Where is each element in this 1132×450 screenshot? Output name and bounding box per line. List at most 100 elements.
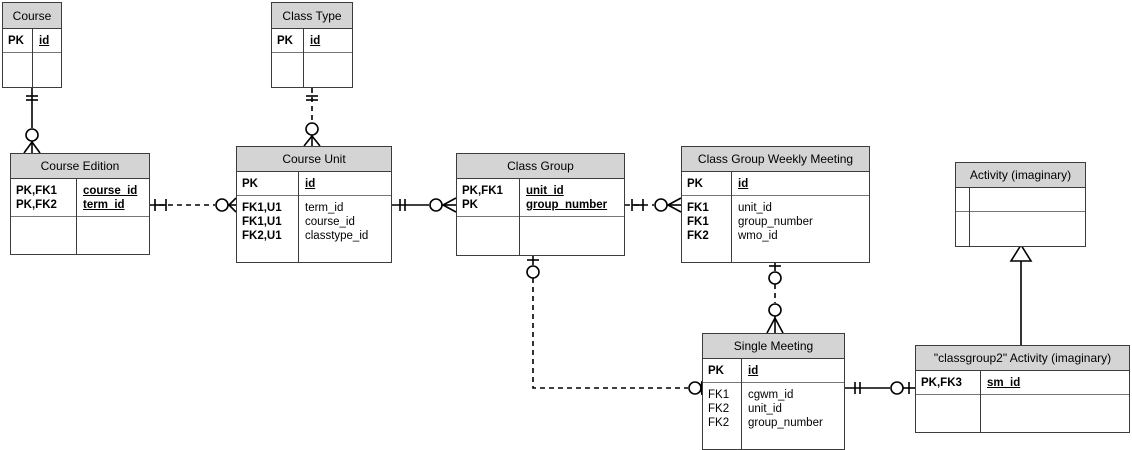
attr-section-1-course-unit: term_id course_id classtype_id: [299, 196, 391, 248]
key-label: [277, 58, 299, 72]
key-label: PK: [242, 178, 258, 190]
key-label: PK: [687, 178, 703, 190]
key-section-1-course: [3, 53, 32, 77]
attr-section-0-activity-imaginary: [970, 188, 1085, 212]
attribute-label: unit_id: [738, 202, 772, 214]
key-section-0-single-meeting: PK: [703, 359, 741, 383]
attr-section-1-course: [33, 53, 61, 77]
key-section-1-course-edition: [11, 217, 76, 241]
key-label: FK2: [708, 417, 730, 429]
attribute-label: group_number: [526, 199, 608, 211]
attr-section-1-class-type: [304, 53, 352, 77]
attribute-label: [976, 217, 1081, 231]
entity-attribute-column-course-unit: id term_id course_id classtype_id: [299, 172, 391, 262]
key-label: FK1,U1: [242, 216, 282, 228]
attribute-label: cgwm_id: [748, 389, 794, 401]
attribute-label: group_number: [738, 216, 813, 228]
attr-section-0-class-group: unit_id group_number: [520, 179, 624, 217]
attribute-label: [987, 400, 1125, 414]
entity-key-column-classgroup2-activity-imaginary: PK,FK3: [916, 371, 981, 432]
attr-section-1-single-meeting: cgwm_id unit_id group_number: [742, 383, 844, 435]
key-label: FK1: [687, 216, 709, 228]
entity-attribute-column-classgroup2-activity-imaginary: sm_id: [981, 371, 1129, 432]
entity-attribute-column-activity-imaginary: [970, 188, 1085, 246]
key-label: [961, 217, 965, 231]
attribute-label: course_id: [305, 216, 355, 228]
attribute-label: course_id: [83, 185, 138, 197]
key-section-0-classgroup2-activity-imaginary: PK,FK3: [916, 371, 980, 395]
key-label: FK1,U1: [242, 202, 282, 214]
attr-section-1-activity-imaginary: [970, 212, 1085, 236]
entity-title-single-meeting: Single Meeting: [703, 334, 844, 359]
attribute-label: [83, 222, 145, 236]
entity-classgroup2-activity-imaginary[interactable]: "classgroup2" Activity (imaginary)PK,FK3…: [915, 345, 1130, 433]
connector-cgwm-to-single-meeting: [766, 263, 784, 334]
entity-title-class-group: Class Group: [457, 154, 624, 179]
key-label: PK,FK1: [16, 185, 57, 197]
attribute-label: sm_id: [987, 377, 1021, 389]
key-label: PK: [462, 199, 478, 211]
attribute-label: [526, 222, 620, 236]
key-section-1-activity-imaginary: [956, 212, 969, 236]
attr-section-0-course-unit: id: [299, 172, 391, 196]
key-label: [462, 222, 515, 236]
attr-section-0-course: id: [33, 29, 61, 53]
entity-title-course-edition: Course Edition: [11, 154, 149, 179]
key-label: PK: [8, 35, 24, 47]
attr-section-0-single-meeting: id: [742, 359, 844, 383]
key-label: [961, 193, 965, 207]
connector-course-edition-to-course-unit: [150, 197, 237, 213]
attribute-label: classtype_id: [305, 230, 369, 242]
entity-attribute-column-class-type: id: [304, 29, 352, 87]
entity-attribute-column-class-group: unit_id group_number: [520, 179, 624, 255]
connector-class-group-to-single-meeting: [526, 256, 703, 396]
attribute-label: unit_id: [526, 185, 564, 197]
key-label: PK: [708, 365, 724, 377]
entity-key-column-course: PK: [3, 29, 33, 87]
attribute-label: group_number: [748, 417, 823, 429]
entity-attribute-column-course-edition: course_id term_id: [77, 179, 149, 254]
key-label: FK2: [708, 403, 730, 415]
connector-classgroup2-activity-inherits-activity: [1009, 243, 1033, 345]
key-section-1-class-type: [272, 53, 303, 77]
key-label: [16, 222, 72, 236]
key-section-0-activity-imaginary: [956, 188, 969, 212]
attribute-label: term_id: [305, 202, 344, 214]
attr-section-0-classgroup2-activity-imaginary: sm_id: [981, 371, 1129, 395]
entity-title-class-group-weekly-meeting: Class Group Weekly Meeting: [682, 147, 869, 172]
key-section-0-class-group-weekly-meeting: PK: [682, 172, 731, 196]
key-section-0-class-type: PK: [272, 29, 303, 53]
entity-key-column-activity-imaginary: [956, 188, 970, 246]
attr-section-0-class-type: id: [304, 29, 352, 53]
attribute-label: term_id: [83, 199, 125, 211]
key-label: FK2,U1: [242, 230, 282, 242]
attribute-label: id: [39, 35, 50, 47]
entity-title-classgroup2-activity-imaginary: "classgroup2" Activity (imaginary): [916, 346, 1129, 371]
key-label: [921, 400, 976, 414]
attribute-label: unit_id: [748, 403, 782, 415]
attr-section-1-classgroup2-activity-imaginary: [981, 395, 1129, 419]
key-label: PK: [277, 35, 293, 47]
attribute-label: id: [748, 365, 759, 377]
key-section-0-course-unit: PK: [237, 172, 298, 196]
entity-activity-imaginary[interactable]: Activity (imaginary): [955, 162, 1086, 247]
connector-single-meeting-to-classgroup2-activity: [845, 381, 915, 395]
entity-title-class-type: Class Type: [272, 3, 352, 29]
key-label: FK1: [708, 389, 730, 401]
